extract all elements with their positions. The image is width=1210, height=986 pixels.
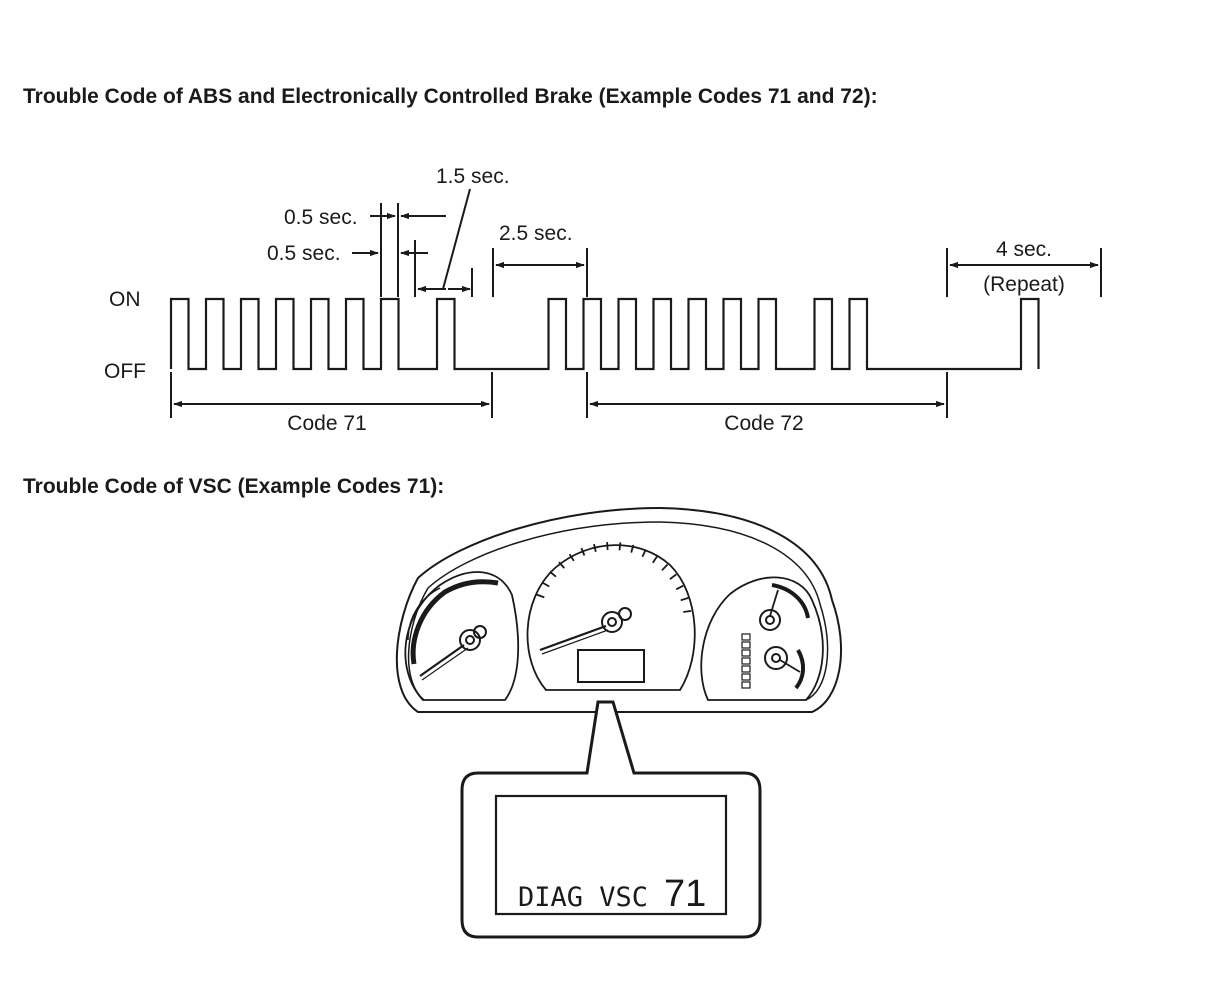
on-level-label: ON: [109, 288, 141, 311]
code-72-span: Code 72: [586, 372, 948, 435]
fuel-temp-gauges: [700, 576, 824, 701]
code-71-span: Code 71: [170, 372, 493, 435]
abs-trouble-code-heading: Trouble Code of ABS and Electronically C…: [23, 85, 878, 108]
display-prefix-text: DIAG VSC: [518, 882, 648, 913]
indicator-lamp-column: [741, 633, 751, 689]
repeat-gap-dimension: 4 sec. (Repeat): [946, 238, 1102, 297]
display-callout: DIAG VSC 71: [460, 700, 762, 939]
display-code-text: 71: [664, 873, 706, 915]
digit-gap-dimension: 1.5 sec.: [417, 165, 510, 297]
repeat-gap-label: 4 sec.: [996, 238, 1052, 261]
repeat-note-label: (Repeat): [983, 273, 1065, 296]
speedometer-ticks: [536, 542, 692, 613]
on-time-label: 0.5 sec.: [284, 206, 358, 229]
code-gap-dimension: 2.5 sec.: [492, 222, 588, 297]
pulse-train-waveform: [169, 297, 1040, 371]
code-72-label: Code 72: [724, 412, 803, 435]
off-time-dimension: 0.5 sec.: [267, 240, 428, 297]
tachometer-gauge: [404, 571, 520, 701]
code-71-label: Code 71: [287, 412, 366, 435]
combination-meter: DIAG VSC 71: [395, 506, 843, 939]
digit-gap-label: 1.5 sec.: [436, 165, 510, 188]
code-gap-label: 2.5 sec.: [499, 222, 573, 245]
meter-housing: [395, 506, 843, 713]
code-timing-chart: ON OFF 0.5 sec. 0.5 sec. 1.5 sec.: [104, 165, 1102, 435]
multi-information-display: [577, 649, 645, 683]
off-time-label: 0.5 sec.: [267, 242, 341, 265]
on-time-dimension: 0.5 sec.: [284, 203, 446, 297]
speedometer-gauge: [526, 542, 696, 691]
meter-housing-inner: [407, 521, 829, 701]
off-level-label: OFF: [104, 360, 146, 383]
vsc-trouble-code-heading: Trouble Code of VSC (Example Codes 71):: [23, 475, 445, 498]
